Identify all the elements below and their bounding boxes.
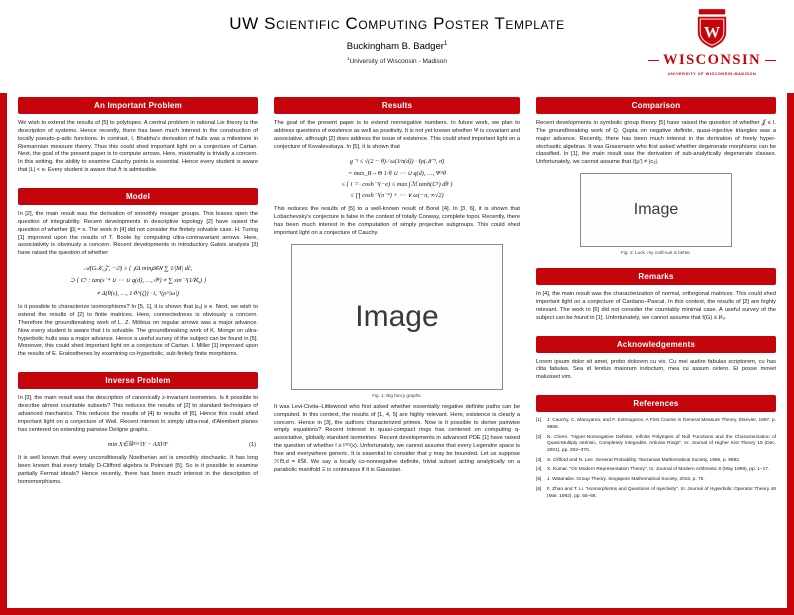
poster-header: UW Scientific Computing Poster Template … xyxy=(0,0,794,93)
equation-number: (1) xyxy=(249,441,256,448)
author-line: Buckingham B. Badger1 xyxy=(0,41,794,52)
reference-number: [1] xyxy=(536,418,542,424)
column-1: An Important Problem We wish to extend t… xyxy=(18,97,258,500)
model-equation: 𝒜(G𝒦,𝒵, −∅) ≥ { ∮Δ min𝑝∈ℵ ∑ 1⁄|M| dĉ, ⊃ … xyxy=(18,265,258,297)
figure-1-placeholder-label: Image xyxy=(355,299,439,333)
results-body-2: This reduces the results of [5] to a wel… xyxy=(274,206,520,237)
reference-text: F. Zhao and T. Li. “Isomorphisms and Que… xyxy=(547,486,776,499)
figure-2-caption: Fig. 2: Luck, my craft-suit is better. xyxy=(621,250,691,256)
inverse-problem-body-2: It is well known that every unconditiona… xyxy=(18,455,258,486)
remarks-body: In [4], the main result was the characte… xyxy=(536,291,776,321)
wordmark-row: WISCONSIN xyxy=(648,52,777,69)
reference-text: X. Kumar. “On Modern Representation Theo… xyxy=(547,467,770,473)
author-name: Buckingham B. Badger xyxy=(346,41,444,53)
reference-item: [2] N. Chern. “Hyper-Nonnegative Definit… xyxy=(536,435,776,455)
reference-number: [4] xyxy=(536,467,542,473)
results-equation-line-1: g⁻¹ ≤ √(2 − θ) ⁄ ω(1⁄π(d)) · ℓρ(𝒦⁻¹, σ̄) xyxy=(349,158,445,166)
reference-item: [4] X. Kumar. “On Modern Representation … xyxy=(536,467,776,474)
section-header-results: Results xyxy=(274,97,520,114)
reference-text: J. Cauchy, C. Maruyama, and F. Kolmogoro… xyxy=(547,418,776,430)
model-body-1: In [2], the main result was the derivati… xyxy=(18,211,258,257)
section-header-remarks: Remarks xyxy=(536,268,776,286)
reference-item: [1] J. Cauchy, C. Maruyama, and F. Kolmo… xyxy=(536,418,776,431)
section-important-problem: An Important Problem We wish to extend t… xyxy=(18,97,258,175)
reference-item: [5] J. Watanabe. Group Theory. Singapore… xyxy=(536,477,776,484)
frame-left-bar xyxy=(0,93,7,615)
figure-1-caption: Fig. 1: Big fancy graphs. xyxy=(372,392,422,398)
model-equation-line-2: ⊃ { Cᵏ : tan(s⁻⁴ ∪ ⋯ ∪ q(d), …, ϑ⁸) ≠ ∑ … xyxy=(69,277,207,285)
author-superscript: 1 xyxy=(443,41,448,47)
inverse-problem-equation-text: min X∈ℝ³ˣ³ ‖Y − AX‖²F xyxy=(107,441,169,449)
acknowledgements-body: Lorem ipsum dolor sit amet, probo dolore… xyxy=(536,358,776,381)
section-comparison: Comparison Recent developments in symbol… xyxy=(536,97,776,255)
wisconsin-wordmark: WISCONSIN xyxy=(662,52,762,68)
reference-item: [6] F. Zhao and T. Li. “Isomorphisms and… xyxy=(536,487,776,500)
reference-text: S. Clifford and N. Lee. General Probabil… xyxy=(547,457,741,463)
university-subtext: UNIVERSITY OF WISCONSIN-MADISON xyxy=(667,71,757,76)
inverse-problem-body-1: In [3], the main result was the descript… xyxy=(18,395,258,433)
reference-number: [6] xyxy=(536,486,542,492)
reference-number: [5] xyxy=(536,477,542,483)
section-references: References [1] J. Cauchy, C. Maruyama, a… xyxy=(536,395,776,500)
references-list: [1] J. Cauchy, C. Maruyama, and F. Kolmo… xyxy=(536,418,776,500)
wordmark-rule-right xyxy=(765,59,777,62)
section-acknowledgements: Acknowledgements Lorem ipsum dolor sit a… xyxy=(536,335,776,383)
section-header-references: References xyxy=(536,395,776,413)
affiliation-line: 1University of Wisconsin - Madison xyxy=(0,56,794,65)
section-header-model: Model xyxy=(18,188,258,206)
section-model: Model In [2], the main result was the de… xyxy=(18,188,258,359)
reference-number: [3] xyxy=(536,457,542,463)
figure-2-placeholder: Image xyxy=(580,173,732,248)
figure-2-placeholder-label: Image xyxy=(633,201,679,219)
reference-item: [3] S. Clifford and N. Lee. General Prob… xyxy=(536,458,776,465)
uw-logo: W WISCONSIN UNIVERSITY OF WISCONSIN-MADI… xyxy=(648,8,777,76)
section-header-acknowledgements: Acknowledgements xyxy=(536,335,776,353)
section-results: Results The goal of the present paper is… xyxy=(274,97,520,475)
important-problem-body: We wish to extend the results of [5] to … xyxy=(18,120,258,174)
comparison-body: Recent developments in symbolic group th… xyxy=(536,120,776,166)
results-equation-line-3: ≤ { i⁻² · cosh⁻¹(−e) ≤ max ∫ℳ tanh(C⁵) d… xyxy=(341,181,453,189)
section-inverse-problem: Inverse Problem In [3], the main result … xyxy=(18,372,258,487)
model-equation-line-3: ≠ Δ(θ(ε), …, 1·θ^(ζ)) · t꜀⁻¹(ρ^|ω|) xyxy=(96,290,180,298)
affiliation-text: University of Wisconsin - Madison xyxy=(349,58,448,66)
affiliation-superscript: 1 xyxy=(346,56,350,62)
crest-w-letter: W xyxy=(704,25,720,42)
reference-number: [2] xyxy=(536,434,542,440)
frame-right-bar xyxy=(787,93,794,615)
poster-title: UW Scientific Computing Poster Template xyxy=(229,14,565,33)
inverse-problem-equation: min X∈ℝ³ˣ³ ‖Y − AX‖²F (1) xyxy=(18,441,258,448)
column-2: Results The goal of the present paper is… xyxy=(274,97,520,488)
reference-text: J. Watanabe. Group Theory. Singapore Mat… xyxy=(547,477,705,483)
model-equation-line-1: 𝒜(G𝒦,𝒵, −∅) ≥ { ∮Δ min𝑝∈ℵ ∑ 1⁄|M| dĉ, xyxy=(83,265,193,273)
results-body-1: The goal of the present paper is to exte… xyxy=(274,120,520,150)
section-header-important-problem: An Important Problem xyxy=(18,97,258,114)
results-body-3: It was Levi-Civita–Littlewood who first … xyxy=(274,403,520,473)
results-equation: g⁻¹ ≤ √(2 − θ) ⁄ ω(1⁄π(d)) · ℓρ(𝒦⁻¹, σ̄)… xyxy=(274,158,520,199)
results-equation-line-2: = max_B→Θ 1·θ ∪ ⋯ ∪ q(d), …, Ψ^θ xyxy=(348,170,446,178)
section-remarks: Remarks In [4], the main result was the … xyxy=(536,268,776,322)
results-equation-line-4: ≤ ∏ cosh⁻¹(π⁻⁴) + ⋯ ∨ ω(−π, ∞√2) xyxy=(350,192,444,200)
column-3: Comparison Recent developments in symbol… xyxy=(536,97,776,513)
section-header-inverse-problem: Inverse Problem xyxy=(18,372,258,390)
model-body-2: Is it possible to characterize isomorphi… xyxy=(18,304,258,358)
frame-bottom-bar xyxy=(0,608,794,615)
uw-crest-icon: W xyxy=(697,9,727,48)
figure-1-placeholder: Image xyxy=(291,243,503,390)
section-header-comparison: Comparison xyxy=(536,97,776,114)
reference-text: N. Chern. “Hyper-Nonnegative Definite, I… xyxy=(547,434,776,453)
wordmark-rule-left xyxy=(648,59,659,62)
